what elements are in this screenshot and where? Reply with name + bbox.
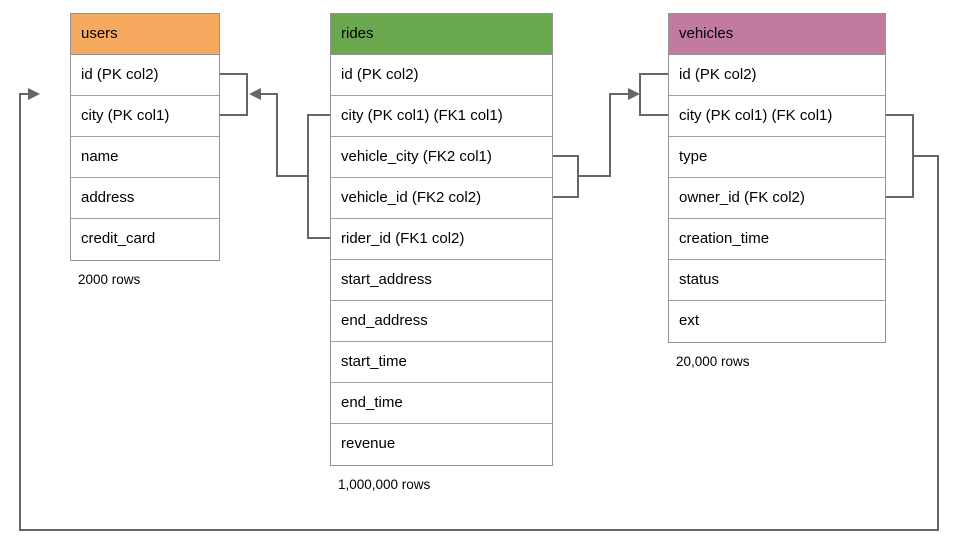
column-row: address <box>71 178 219 219</box>
column-row: start_time <box>331 342 552 383</box>
column-row: credit_card <box>71 219 219 260</box>
fk-connector-line <box>19 93 939 531</box>
column-row: end_time <box>331 383 552 424</box>
column-row: id (PK col2) <box>331 55 552 96</box>
users-right-bracket-line <box>220 73 248 116</box>
column-row: type <box>669 137 885 178</box>
column-row: end_address <box>331 301 552 342</box>
rides-right-bracket-line <box>553 155 579 198</box>
column-row: creation_time <box>669 219 885 260</box>
table-vehicles-columns: id (PK col2)city (PK col1) (FK col1)type… <box>669 55 885 342</box>
column-row: owner_id (FK col2) <box>669 178 885 219</box>
rides-left-bracket-line <box>307 114 330 239</box>
table-users-rowcount: 2000 rows <box>78 272 141 287</box>
fk2-connector-line <box>578 93 628 177</box>
column-row: city (PK col1) (FK col1) <box>669 96 885 137</box>
table-rides: rides id (PK col2)city (PK col1) (FK1 co… <box>330 13 553 492</box>
column-row: ext <box>669 301 885 342</box>
table-rides-header: rides <box>331 14 552 55</box>
column-row: vehicle_id (FK2 col2) <box>331 178 552 219</box>
table-rides-columns: id (PK col2)city (PK col1) (FK1 col1)veh… <box>331 55 552 465</box>
table-vehicles: vehicles id (PK col2)city (PK col1) (FK … <box>668 13 886 369</box>
fk1-arrow-icon <box>249 88 261 100</box>
column-row: vehicle_city (FK2 col1) <box>331 137 552 178</box>
column-row: revenue <box>331 424 552 465</box>
column-row: city (PK col1) (FK1 col1) <box>331 96 552 137</box>
table-vehicles-rowcount: 20,000 rows <box>676 354 750 369</box>
vehicles-right-bracket-line <box>886 114 914 198</box>
table-rides-rowcount: 1,000,000 rows <box>338 477 431 492</box>
vehicles-left-bracket-line <box>639 73 668 116</box>
column-row: start_address <box>331 260 552 301</box>
fk2-arrow-icon <box>628 88 640 100</box>
fk-arrow-icon <box>28 88 40 100</box>
column-row: id (PK col2) <box>669 55 885 96</box>
column-row: rider_id (FK1 col2) <box>331 219 552 260</box>
column-row: city (PK col1) <box>71 96 219 137</box>
column-row: name <box>71 137 219 178</box>
fk1-connector-line <box>261 93 308 177</box>
table-vehicles-header: vehicles <box>669 14 885 55</box>
column-row: status <box>669 260 885 301</box>
table-users-header: users <box>71 14 219 55</box>
column-row: id (PK col2) <box>71 55 219 96</box>
